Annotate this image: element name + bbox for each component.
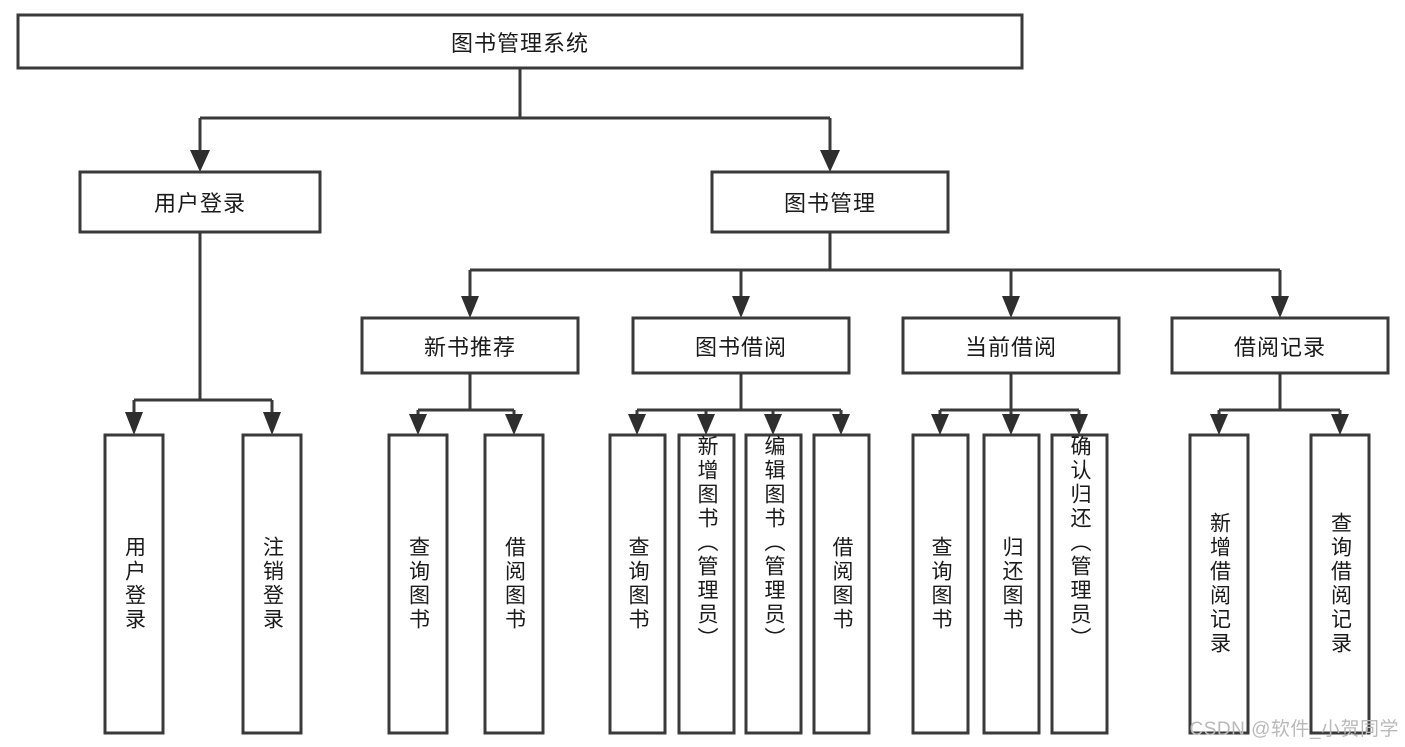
leaf-logout-box[interactable]: [241, 433, 303, 735]
watermark: CSDN @软件_小贺同学: [1189, 719, 1399, 740]
leaf-cb-confirm-return-box[interactable]: [1050, 433, 1109, 735]
node-user-login-box[interactable]: [78, 170, 322, 234]
arrow-bb-leaf-3-icon: [764, 414, 782, 435]
leaf-cb-return-book-box[interactable]: [982, 433, 1041, 735]
arrow-br-leaf-1-icon: [1210, 414, 1228, 435]
arrow-nbr-leaf-2-icon: [505, 414, 523, 435]
arrow-cb-leaf-2-icon: [1002, 414, 1020, 435]
arrow-nbr-leaf-1-icon: [409, 414, 427, 435]
leaf-bb-borrow-book-box[interactable]: [812, 433, 871, 735]
node-root-box[interactable]: [16, 13, 1024, 70]
leaf-br-add-record-box[interactable]: [1188, 433, 1250, 735]
node-book-borrow-box[interactable]: [631, 316, 851, 375]
leaf-cb-query-book-box[interactable]: [911, 433, 970, 735]
leaf-bb-add-book-box[interactable]: [677, 433, 736, 735]
node-current-borrow-box[interactable]: [901, 316, 1121, 375]
node-borrow-record-box[interactable]: [1170, 316, 1390, 375]
arrow-userlogin-leaf-2-icon: [263, 412, 281, 435]
arrow-cb-leaf-3-icon: [1070, 414, 1088, 435]
leaf-br-query-record-box[interactable]: [1309, 433, 1371, 735]
arrow-br-leaf-2-icon: [1331, 414, 1349, 435]
node-layer: [16, 13, 1390, 735]
connector-layer: [125, 68, 1349, 435]
leaf-nbr-query-book-box[interactable]: [387, 433, 449, 735]
arrow-cb-leaf-1-icon: [931, 414, 949, 435]
arrow-bb-leaf-4-icon: [832, 414, 850, 435]
arrow-bb-leaf-2-icon: [697, 414, 715, 435]
arrow-root-to-bookmgmt-icon: [820, 150, 840, 172]
node-new-book-recommend-box[interactable]: [360, 316, 580, 375]
arrow-bookmgmt-child-2-icon: [732, 296, 750, 318]
leaf-bb-query-book-box[interactable]: [608, 433, 667, 735]
arrow-bookmgmt-child-3-icon: [1002, 296, 1020, 318]
arrow-bookmgmt-child-1-icon: [461, 296, 479, 318]
leaf-nbr-borrow-book-box[interactable]: [483, 433, 545, 735]
arrow-bb-leaf-1-icon: [628, 414, 646, 435]
leaf-bb-edit-book-box[interactable]: [744, 433, 803, 735]
arrow-userlogin-leaf-1-icon: [125, 412, 143, 435]
leaf-user-login-box[interactable]: [103, 433, 165, 735]
node-book-management-box[interactable]: [710, 170, 950, 234]
arrow-bookmgmt-child-4-icon: [1271, 296, 1289, 318]
arrow-root-to-userlogin-icon: [190, 150, 210, 172]
